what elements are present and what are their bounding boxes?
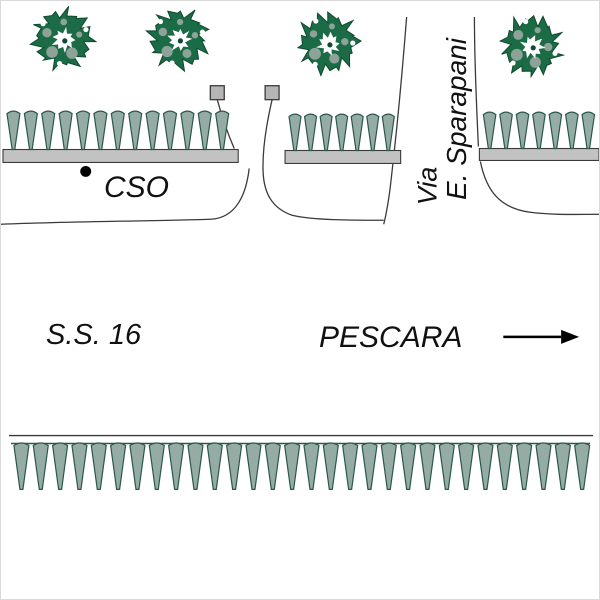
bottom-picket-row — [10, 442, 591, 490]
picket-icon — [41, 110, 56, 151]
highway-label: S.S. 16 — [46, 319, 142, 351]
road-line — [473, 16, 480, 147]
picket-icon — [32, 442, 49, 490]
picket-icon — [532, 111, 546, 150]
picket-icon — [548, 111, 563, 150]
picket-icon — [366, 113, 380, 152]
picket-icon — [128, 110, 143, 151]
picket-icon — [482, 111, 497, 150]
road-line — [479, 161, 599, 216]
picket-icon — [264, 442, 281, 490]
picket-icon — [206, 442, 223, 490]
tree-icon — [498, 14, 566, 79]
picket-icon — [288, 113, 302, 152]
picket-fence-icon — [284, 113, 402, 165]
picket-fence-icon — [478, 111, 599, 162]
picket-icon — [284, 442, 301, 490]
picket-icon — [90, 442, 107, 490]
picket-icon — [554, 442, 571, 490]
street-name-label: E. Sparapani — [441, 38, 472, 200]
fence-base-bar — [2, 148, 239, 164]
dot-marker-icon — [80, 165, 92, 177]
picket-icon — [303, 113, 318, 152]
picket-icon — [581, 111, 596, 150]
picket-icon — [197, 110, 212, 151]
picket-icon — [93, 110, 108, 151]
picket-icon — [400, 442, 417, 490]
picket-icon — [574, 442, 591, 490]
destination-label: PESCARA — [319, 321, 463, 354]
picket-icon — [6, 110, 21, 151]
picket-icon — [75, 110, 91, 151]
picket-icon — [564, 111, 579, 150]
road-line — [262, 99, 384, 221]
picket-icon — [167, 442, 185, 490]
picket-icon — [515, 111, 530, 150]
picket-icon — [419, 442, 436, 490]
picket-icon — [71, 442, 88, 490]
picket-icon — [303, 442, 320, 490]
picket-icon — [361, 442, 378, 490]
picket-icon — [215, 110, 230, 151]
picket-icon — [245, 442, 262, 490]
picket-icon — [226, 442, 243, 490]
picket-icon — [381, 113, 395, 152]
picket-icon — [458, 442, 475, 490]
picket-icon — [13, 442, 30, 490]
picket-icon — [23, 110, 38, 151]
tree-icon — [296, 11, 362, 77]
picket-icon — [187, 442, 204, 490]
picket-icon — [535, 442, 552, 490]
picket-icon — [342, 442, 359, 490]
picket-icon — [109, 442, 127, 490]
picket-icon — [477, 442, 494, 490]
picket-icon — [322, 442, 339, 490]
fence-base-bar — [284, 149, 402, 165]
picket-icon — [51, 442, 69, 490]
road-line — [383, 16, 408, 225]
picket-icon — [380, 442, 397, 490]
square-marker-icon — [209, 85, 225, 101]
tree-icon — [144, 9, 210, 73]
picket-icon — [148, 442, 165, 490]
picket-icon — [350, 113, 364, 152]
tree-icon — [29, 5, 98, 72]
picket-icon — [499, 111, 513, 150]
picket-icon — [496, 442, 513, 490]
picket-icon — [319, 113, 333, 152]
picket-fence-icon — [2, 110, 239, 164]
picket-icon — [145, 110, 160, 151]
street-via-label: Via — [412, 166, 443, 206]
road-line — [1, 168, 250, 225]
square-marker-icon — [264, 85, 280, 101]
cso-label: CSO — [104, 171, 170, 204]
picket-icon — [516, 442, 533, 490]
fence-base-bar — [478, 147, 599, 162]
picket-icon — [162, 110, 178, 151]
picket-icon — [180, 110, 195, 151]
right-arrow-icon — [503, 329, 580, 344]
picket-icon — [58, 110, 73, 151]
picket-icon — [110, 110, 125, 151]
picket-icon — [438, 442, 455, 490]
picket-icon — [335, 113, 349, 152]
picket-icon — [129, 442, 146, 490]
